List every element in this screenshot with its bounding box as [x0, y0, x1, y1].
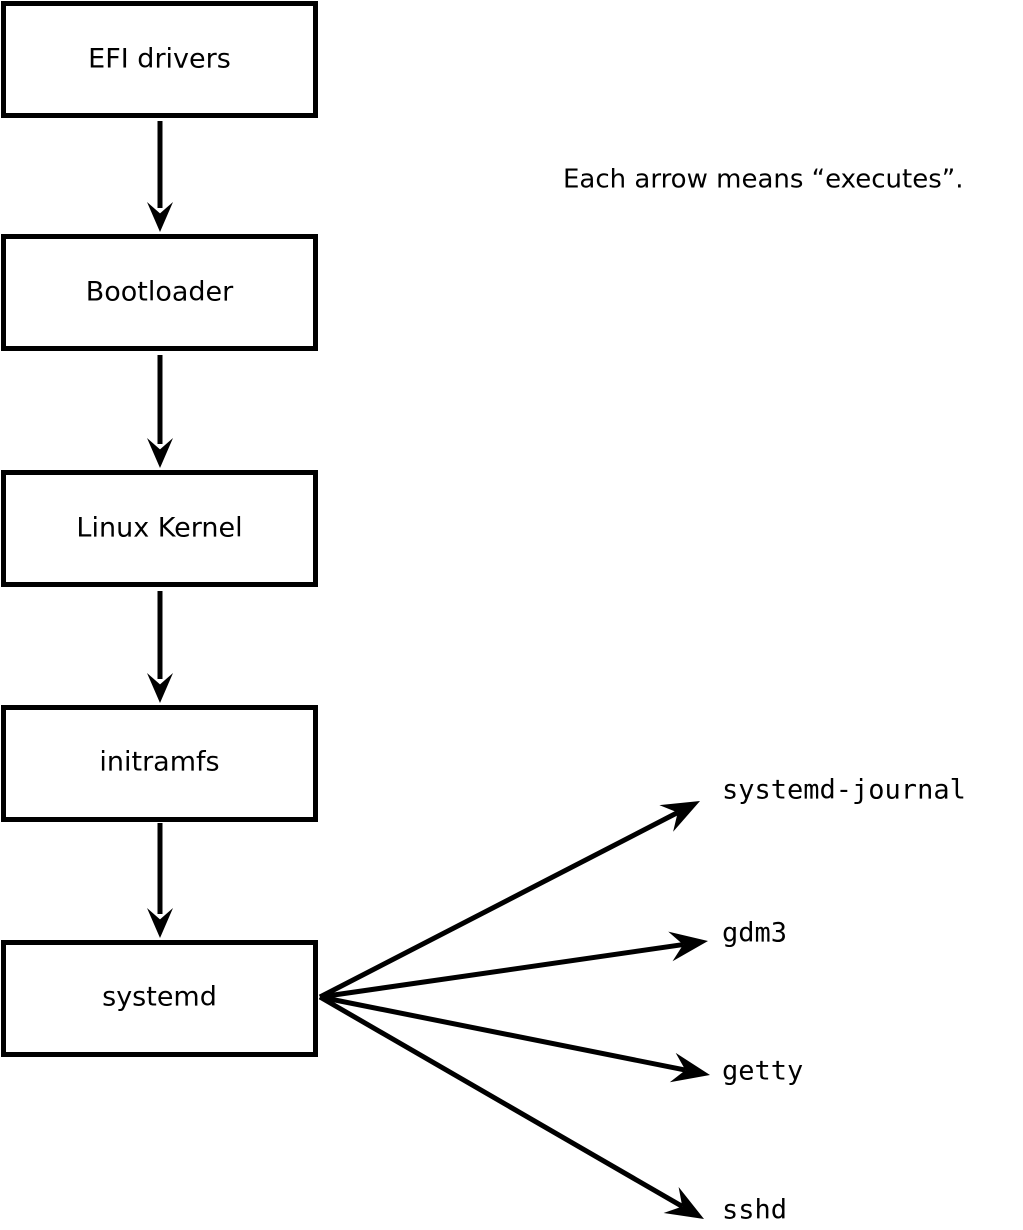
arrow-head [147, 908, 173, 938]
stage-box-linux-kernel[interactable] [1, 470, 318, 587]
stage-box-label-initramfs: initramfs [99, 747, 219, 778]
stage-box-bootloader[interactable] [1, 234, 318, 351]
arrow-head [668, 931, 708, 962]
stage-box-label-linux-kernel: Linux Kernel [76, 513, 242, 544]
stage-box-label-bootloader: Bootloader [86, 277, 234, 308]
process-label-sshd: sshd [722, 1195, 787, 1226]
fanout-arrow-systemd-to-sshd [318, 994, 704, 1219]
arrow-head [663, 1186, 704, 1219]
stage-box-outline-bootloader [1, 234, 318, 351]
arrow-shaft [319, 942, 684, 1000]
fanout-arrow-systemd-to-systemd-journal [318, 801, 700, 1000]
process-label-systemd-journal: systemd-journal [722, 775, 966, 806]
stage-boxes-layer [1, 1, 318, 1057]
vertical-connectors-layer [147, 121, 173, 938]
arrow-shaft [318, 994, 684, 1209]
flow-arrow-initramfs-to-systemd [147, 823, 173, 938]
stage-box-initramfs[interactable] [1, 705, 318, 822]
stage-box-outline-efi-drivers [1, 1, 318, 118]
stage-box-label-systemd: systemd [102, 982, 217, 1013]
arrow-head [147, 202, 173, 232]
fanout-arrows-layer [318, 801, 710, 1219]
fanout-arrow-systemd-to-getty [319, 994, 710, 1083]
process-label-gdm3: gdm3 [722, 918, 787, 949]
flow-arrow-bootloader-to-linux-kernel [147, 355, 173, 468]
stage-box-systemd[interactable] [1, 940, 318, 1057]
fanout-arrow-systemd-to-gdm3 [319, 931, 708, 1000]
flow-arrow-efi-drivers-to-bootloader [147, 121, 173, 232]
arrow-shaft [318, 810, 679, 1000]
process-label-getty: getty [722, 1056, 803, 1087]
stage-box-outline-linux-kernel [1, 470, 318, 587]
stage-box-label-efi-drivers: EFI drivers [88, 44, 231, 75]
arrow-head [147, 673, 173, 703]
stage-box-outline-initramfs [1, 705, 318, 822]
stage-box-efi-drivers[interactable] [1, 1, 318, 118]
arrow-head [669, 1052, 710, 1083]
arrow-head [147, 438, 173, 468]
arrow-shaft [319, 994, 686, 1073]
flow-arrow-linux-kernel-to-initramfs [147, 591, 173, 703]
stage-box-outline-systemd [1, 940, 318, 1057]
legend-note: Each arrow means “executes”. [563, 165, 964, 195]
arrow-head [659, 801, 700, 832]
